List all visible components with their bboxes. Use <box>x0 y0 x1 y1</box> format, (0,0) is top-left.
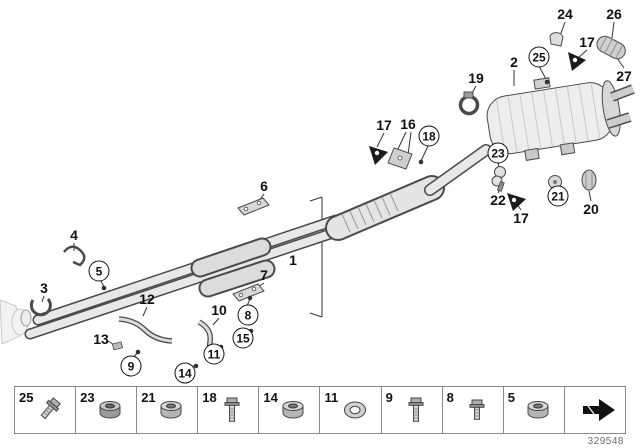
long-screw-icon <box>224 397 240 422</box>
callout-17-rear[interactable]: 17 <box>513 210 529 226</box>
legend-item-label: 8 <box>446 390 454 405</box>
legend-item-label: 25 <box>19 390 34 405</box>
callout-12[interactable]: 12 <box>139 291 155 307</box>
callout-26[interactable]: 26 <box>606 6 622 22</box>
callout-25[interactable]: 25 <box>528 46 550 68</box>
callout-27[interactable]: 27 <box>616 68 632 84</box>
legend-item-label: 9 <box>385 390 393 405</box>
callout-3[interactable]: 3 <box>40 280 48 296</box>
flange-nut-icon <box>282 401 304 419</box>
callout-22[interactable]: 22 <box>490 192 506 208</box>
callout-1[interactable]: 1 <box>289 252 297 268</box>
legend-item-8[interactable]: 8 <box>443 387 504 433</box>
document-number: 329548 <box>587 436 624 447</box>
callout-18[interactable]: 18 <box>418 125 440 147</box>
next-page-arrow-icon <box>582 399 615 421</box>
legend-item-label: 14 <box>263 390 278 405</box>
legend-item-5[interactable]: 5 <box>504 387 565 433</box>
callout-14[interactable]: 14 <box>174 362 196 384</box>
legend-item-label: 5 <box>507 390 515 405</box>
hex-screw-icon <box>469 399 485 420</box>
callout-7[interactable]: 7 <box>260 267 268 283</box>
callout-4[interactable]: 4 <box>70 227 78 243</box>
legend-item-14[interactable]: 14 <box>259 387 321 433</box>
callout-17-mid[interactable]: 17 <box>376 117 392 133</box>
callout-9[interactable]: 9 <box>120 355 142 377</box>
legend-item-25[interactable]: 25 <box>15 387 77 433</box>
fastener-legend-strip: 25 23 21 <box>14 386 626 434</box>
seal-ring-icon <box>343 401 366 419</box>
flange-nut-icon <box>99 401 121 419</box>
long-screw-icon <box>408 397 424 422</box>
callout-8[interactable]: 8 <box>237 304 259 326</box>
callout-21[interactable]: 21 <box>547 185 569 207</box>
callout-2[interactable]: 2 <box>510 54 518 70</box>
legend-item-18[interactable]: 18 <box>198 387 260 433</box>
callout-15[interactable]: 15 <box>232 327 254 349</box>
legend-next-arrow-cell[interactable] <box>565 387 625 433</box>
flange-nut-icon <box>527 401 549 419</box>
callout-23[interactable]: 23 <box>487 142 509 164</box>
callout-5[interactable]: 5 <box>88 260 110 282</box>
legend-item-23[interactable]: 23 <box>76 387 138 433</box>
legend-item-9[interactable]: 9 <box>382 387 443 433</box>
legend-item-label: 18 <box>202 390 217 405</box>
callout-24[interactable]: 24 <box>557 6 573 22</box>
flange-screw-icon <box>40 397 61 420</box>
callout-10[interactable]: 10 <box>211 302 227 318</box>
legend-item-label: 11 <box>324 390 339 405</box>
legend-item-label: 23 <box>80 390 95 405</box>
legend-item-21[interactable]: 21 <box>137 387 199 433</box>
flange-nut-icon <box>160 401 182 419</box>
callout-13[interactable]: 13 <box>93 331 109 347</box>
legend-item-label: 21 <box>141 390 156 405</box>
leader-lines <box>41 21 625 367</box>
callout-19[interactable]: 19 <box>468 70 484 86</box>
legend-item-11[interactable]: 11 <box>320 387 382 433</box>
callout-17-top[interactable]: 17 <box>579 34 595 50</box>
callout-6[interactable]: 6 <box>260 178 268 194</box>
callout-16[interactable]: 16 <box>400 116 416 132</box>
callout-11[interactable]: 11 <box>203 343 225 365</box>
callout-20[interactable]: 20 <box>583 201 599 217</box>
